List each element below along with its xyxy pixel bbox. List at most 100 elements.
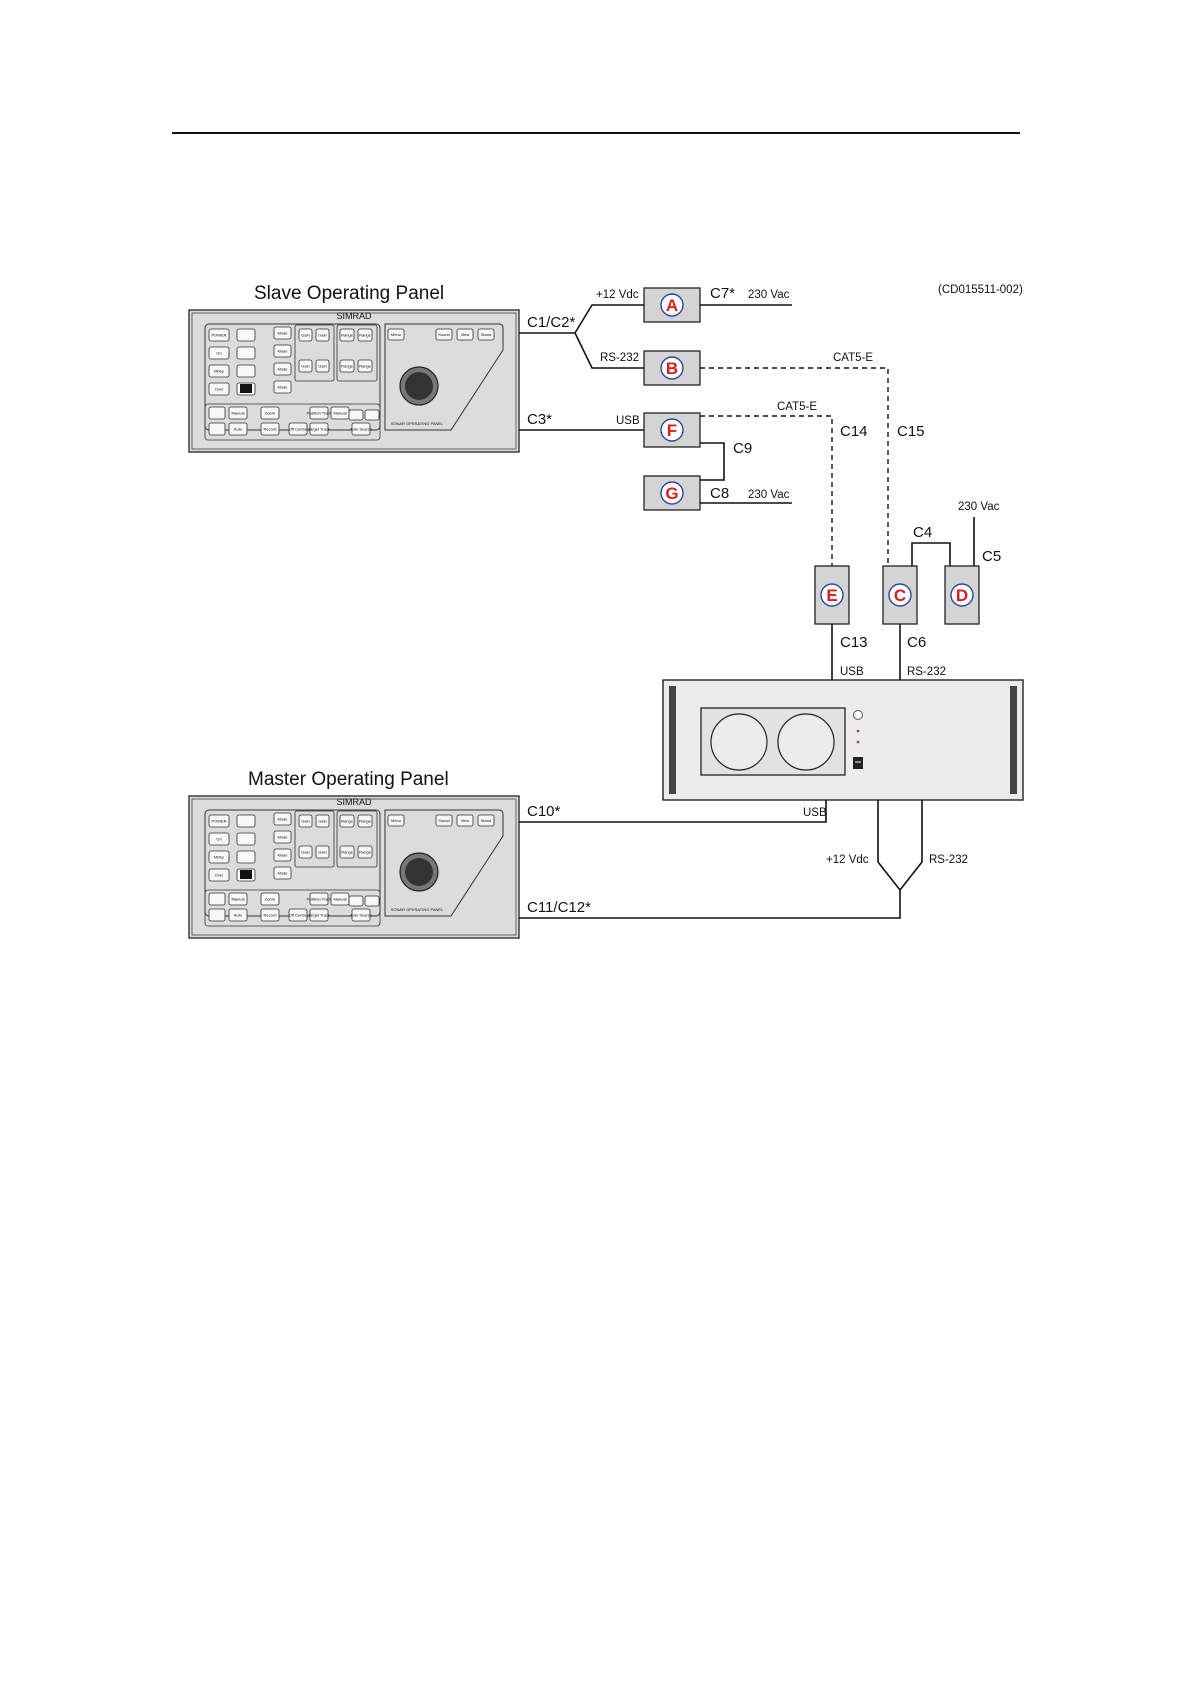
master-key-bottom-6[interactable]: Target Track [308, 908, 330, 922]
master-key-bottom-up[interactable] [208, 892, 226, 906]
master-key-bottom-link-1[interactable] [348, 895, 364, 907]
slave-key-bottom-6[interactable]: Target Track [308, 422, 330, 436]
master-key-bottom-3[interactable]: Record [260, 908, 280, 922]
master-key-mode-2[interactable]: Mode [273, 848, 292, 862]
master-key-gain-3[interactable]: Gain [315, 845, 330, 859]
slave-key-bottom-link-1[interactable] [348, 409, 364, 421]
master-key-gain-2[interactable]: Gain [298, 845, 313, 859]
slave-key-range-0[interactable]: Range [339, 328, 355, 342]
master-key-bottom-0[interactable]: Manual [228, 892, 248, 906]
slave-key-gain-0[interactable]: Gain [298, 328, 313, 342]
master-key-mode-3[interactable]: Mode [273, 866, 292, 880]
slave-key-col2-0[interactable] [236, 328, 256, 342]
master-key-top-0[interactable]: Menu [387, 814, 405, 827]
master-key-bottom-1[interactable]: Auto [228, 908, 248, 922]
master-key-top-1[interactable]: Sound [435, 814, 453, 827]
master-key-col2-1[interactable] [236, 832, 256, 846]
master-key-col1-3[interactable]: Over [208, 868, 230, 882]
master-key-top-2[interactable]: View [456, 814, 474, 827]
master-key-range-2[interactable]: Range [339, 845, 355, 859]
master-key-gain-0[interactable]: Gain [298, 814, 313, 828]
slave-key-top-1[interactable]: Sound [435, 328, 453, 341]
unit-b[interactable]: B [643, 350, 701, 386]
master-key-range-0[interactable]: Range [339, 814, 355, 828]
master-key-mode-0-label: Mode [277, 817, 288, 822]
label-c7: C7* [710, 285, 735, 302]
slave-key-bottom-1[interactable]: Auto [228, 422, 248, 436]
slave-key-gain-3[interactable]: Gain [315, 359, 330, 373]
processor-unit[interactable] [662, 679, 1024, 801]
unit-a-letter: A [666, 296, 678, 315]
slave-key-bottom-2-label: Zoom [265, 411, 276, 416]
master-key-bottom-down[interactable] [208, 908, 226, 922]
slave-key-col1-3[interactable]: Over [208, 382, 230, 396]
master-key-col2-2[interactable] [236, 850, 256, 864]
slave-key-bottom-4[interactable]: Off Centre [288, 422, 308, 436]
led-icon-2 [856, 740, 860, 744]
label-c9: C9 [733, 440, 752, 457]
slave-key-mode-1[interactable]: Mode [273, 344, 292, 358]
slave-key-bottom-7[interactable]: Manual [330, 406, 350, 420]
slave-key-top-3[interactable]: Stand [477, 328, 495, 341]
slave-key-bottom-link-2[interactable] [364, 409, 380, 421]
master-key-col1-0[interactable]: POWER [208, 814, 230, 828]
slave-key-range-3[interactable]: Range [357, 359, 373, 373]
master-key-top-3[interactable]: Stand [477, 814, 495, 827]
master-key-bottom-4[interactable]: Off Centre [288, 908, 308, 922]
cable-c1c2 [519, 304, 644, 369]
slave-key-col2-1[interactable] [236, 346, 256, 360]
slave-key-top-2[interactable]: View [456, 328, 474, 341]
unit-a[interactable]: A [643, 287, 701, 323]
master-key-bottom-2[interactable]: Zoom [260, 892, 280, 906]
master-key-range-3-label: Range [359, 850, 372, 855]
slave-key-bottom-up-cap [208, 406, 226, 420]
master-range-frame [336, 810, 378, 868]
slave-operating-panel: SIMRADPOWEROnMbbyOverModeModeModeModeGai… [188, 309, 520, 453]
slave-key-bottom-up[interactable] [208, 406, 226, 420]
unit-f[interactable]: F [643, 412, 701, 448]
slave-key-range-2[interactable]: Range [339, 359, 355, 373]
slave-key-col1-2[interactable]: Mbby [208, 364, 230, 378]
slave-key-bottom-down[interactable] [208, 422, 226, 436]
slave-key-mode-0[interactable]: Mode [273, 326, 292, 340]
slave-key-col1-1[interactable]: On [208, 346, 230, 360]
slave-key-bottom-3[interactable]: Record [260, 422, 280, 436]
slave-key-bottom-8-cap [351, 422, 371, 436]
master-key-col2-0[interactable] [236, 814, 256, 828]
slave-key-bottom-8[interactable]: Auto Search [350, 422, 372, 436]
master-key-gain-1[interactable]: Gain [315, 814, 330, 828]
slave-key-top-0[interactable]: Menu [387, 328, 405, 341]
master-key-mode-1[interactable]: Mode [273, 830, 292, 844]
slave-key-bottom-5[interactable]: Position Track [306, 406, 332, 420]
slave-key-mode-3[interactable]: Mode [273, 380, 292, 394]
unit-e[interactable]: E [814, 565, 850, 625]
slave-key-col1-0-label: POWER [211, 333, 226, 338]
master-key-bottom-link-2[interactable] [364, 895, 380, 907]
slave-key-range-1[interactable]: Range [357, 328, 373, 342]
master-key-bottom-7[interactable]: Manual [330, 892, 350, 906]
slave-key-col2-2[interactable] [236, 364, 256, 378]
unit-c[interactable]: C [882, 565, 918, 625]
slave-key-mode-1-cap [273, 344, 292, 358]
slave-key-bottom-0[interactable]: Manual [228, 406, 248, 420]
master-key-range-1[interactable]: Range [357, 814, 373, 828]
slave-key-col1-0[interactable]: POWER [208, 328, 230, 342]
master-key-bottom-8[interactable]: Auto Search [350, 908, 372, 922]
master-key-col1-1[interactable]: On [208, 832, 230, 846]
label-c10: C10* [527, 803, 561, 820]
master-key-mode-0[interactable]: Mode [273, 812, 292, 826]
master-key-bottom-5-label: Position Track [306, 897, 331, 902]
slave-key-col1-2-cap [208, 364, 230, 378]
slave-key-bottom-link-1-cap [348, 409, 364, 421]
slave-key-mode-2[interactable]: Mode [273, 362, 292, 376]
slave-key-gain-1[interactable]: Gain [315, 328, 330, 342]
unit-g[interactable]: G [643, 475, 701, 511]
master-key-col1-2[interactable]: Mbby [208, 850, 230, 864]
master-key-bottom-5[interactable]: Position Track [306, 892, 332, 906]
master-key-range-3[interactable]: Range [357, 845, 373, 859]
slave-key-col1-3-cap [208, 382, 230, 396]
slave-key-bottom-2[interactable]: Zoom [260, 406, 280, 420]
slave-key-gain-2[interactable]: Gain [298, 359, 313, 373]
unit-d[interactable]: D [944, 565, 980, 625]
slave-key-top-0-cap [387, 328, 405, 341]
